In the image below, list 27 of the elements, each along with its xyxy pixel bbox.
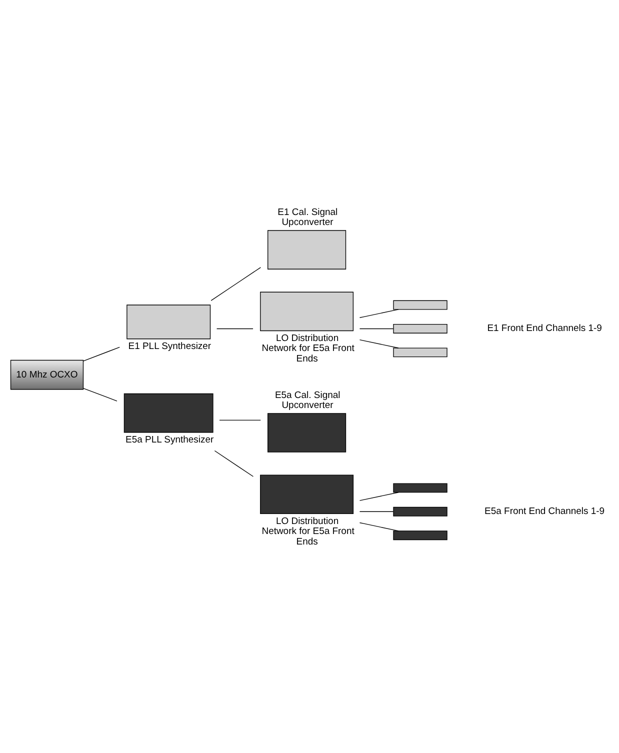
connector (359, 492, 399, 500)
node-bar (393, 530, 448, 540)
connector (219, 419, 261, 420)
node-bar (393, 482, 448, 492)
label: E5a Front End Channels 1-9 (484, 506, 605, 517)
label: E1 Front End Channels 1-9 (487, 322, 602, 334)
node-bar (393, 324, 448, 333)
connector (359, 308, 399, 318)
connector (359, 338, 399, 348)
node-label: E1 PLL Synthesizer (128, 340, 212, 352)
connector (82, 387, 118, 401)
node-bar (393, 506, 448, 516)
connector (359, 328, 394, 329)
connector (210, 266, 261, 300)
connector (359, 510, 394, 512)
node-box: 10 Mhz OCXO (10, 359, 84, 390)
node-label: E5a Cal. Signal Upconverter (274, 389, 340, 411)
node-label: E1 Cal. Signal Upconverter (278, 206, 338, 228)
connector (359, 522, 399, 531)
node-label: LO Distribution Network for E5a Front Ends (262, 332, 354, 364)
connector (82, 346, 120, 361)
node-label: E5a PLL Synthesizer (126, 434, 214, 446)
node-label: LO Distribution Network for E5a Front Ends (262, 515, 354, 547)
node-bar (393, 347, 448, 357)
connector (214, 450, 254, 476)
connector (216, 328, 254, 329)
node-bar (393, 300, 448, 310)
